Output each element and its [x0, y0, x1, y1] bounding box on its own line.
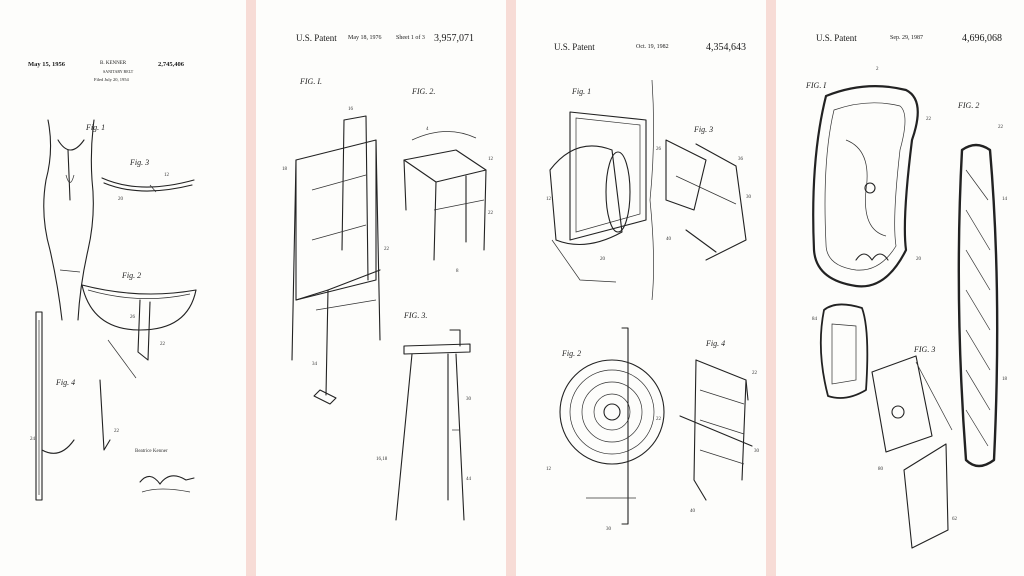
- patent-date: May 15, 1956: [28, 61, 66, 68]
- figure-label: FIG. 3: [913, 345, 935, 354]
- svg-text:26: 26: [656, 147, 662, 152]
- svg-text:18: 18: [1002, 377, 1008, 382]
- svg-text:30: 30: [466, 397, 472, 402]
- pedestal-drawing: 16,18 30 44: [376, 329, 472, 521]
- patent-sheet-sanitary-belt: May 15, 1956 B. KENNER 2,745,406 SANITAR…: [0, 0, 246, 576]
- svg-text:36: 36: [738, 157, 744, 162]
- figure-label: FIG. I: [805, 81, 826, 90]
- patent-number: 2,745,406: [158, 61, 184, 68]
- svg-text:22: 22: [384, 247, 390, 252]
- figure-label: Fig. 3: [129, 158, 149, 167]
- figure-label: FIG. 2.: [411, 87, 435, 96]
- cushion-section-drawing: 22 14 18: [957, 125, 1008, 468]
- patent-header: U.S. Patent: [296, 33, 337, 43]
- belt-strip-drawing: 20 12: [101, 173, 195, 202]
- figure-label: Fig. 4: [705, 339, 725, 348]
- sheet-count: Sheet 1 of 3: [396, 35, 425, 41]
- svg-text:22: 22: [656, 417, 662, 422]
- svg-text:20: 20: [118, 197, 124, 202]
- inventor-name: B. KENNER: [100, 61, 127, 66]
- roll-holder-drawings: Fig. 1 Fig. 3 Fig. 2 Fig. 4 12 26 20: [546, 79, 760, 532]
- inventor-signature: [139, 475, 195, 493]
- svg-text:20: 20: [916, 257, 922, 262]
- svg-text:12: 12: [546, 197, 552, 202]
- signature-caption: Beatrice Kenner: [135, 449, 168, 454]
- belt-loop-drawing: 26 22: [81, 284, 197, 379]
- bracket-drawing: 36 30 40: [665, 139, 752, 261]
- svg-text:16,18: 16,18: [376, 457, 388, 462]
- exploded-parts-drawing: 84 80 62: [812, 303, 958, 549]
- body-outline-drawing: [43, 119, 95, 321]
- figure-label: Fig. 4: [55, 378, 75, 387]
- svg-text:40: 40: [690, 509, 696, 514]
- stand-drawings: FIG. I. FIG. 2. FIG. 3. 16 18 22 34: [282, 77, 494, 521]
- svg-text:4: 4: [426, 127, 429, 132]
- invention-title: SANITARY BELT: [103, 69, 134, 74]
- svg-text:2: 2: [876, 67, 879, 72]
- patent-header: U.S. Patent: [816, 33, 857, 43]
- cushion-top-view-drawing: 2 22 20: [812, 67, 932, 288]
- svg-text:84: 84: [812, 317, 818, 322]
- svg-text:22: 22: [926, 117, 932, 122]
- svg-text:22: 22: [160, 342, 166, 347]
- svg-text:18: 18: [282, 167, 288, 172]
- svg-text:44: 44: [466, 477, 472, 482]
- figure-label: FIG. 3.: [403, 311, 427, 320]
- roll-circle-drawing: 12 22 30: [546, 327, 665, 532]
- svg-text:22: 22: [752, 371, 758, 376]
- svg-text:12: 12: [164, 173, 170, 178]
- figure-label: Fig. 1: [85, 123, 105, 132]
- patent-date: Oct. 19, 1982: [636, 44, 669, 50]
- figure-label: Fig. 3: [693, 125, 713, 134]
- strap-drawing: 24 22: [30, 311, 120, 501]
- patent-number: 4,696,068: [962, 33, 1002, 44]
- patent-number: 4,354,643: [706, 42, 746, 53]
- svg-text:34: 34: [312, 362, 318, 367]
- figure-label: Fig. 1: [571, 87, 591, 96]
- svg-text:80: 80: [878, 467, 884, 472]
- svg-text:62: 62: [952, 517, 958, 522]
- small-stool-drawing: 4 12 22 8: [403, 127, 494, 274]
- svg-text:16: 16: [348, 107, 354, 112]
- rack-drawing: 22 30 40: [679, 359, 760, 514]
- svg-text:22: 22: [488, 211, 494, 216]
- svg-text:24: 24: [30, 437, 36, 442]
- svg-text:30: 30: [746, 195, 752, 200]
- sanitary-belt-drawings: Fig. 1 Fig. 3 Fig. 2 Fig. 4 20 12: [30, 119, 197, 501]
- figure-label: FIG. 2: [957, 101, 979, 110]
- svg-text:8: 8: [456, 269, 459, 274]
- svg-text:22: 22: [114, 429, 120, 434]
- patent-sheet-stand: U.S. Patent May 18, 1976 Sheet 1 of 3 3,…: [256, 0, 506, 576]
- svg-text:30: 30: [754, 449, 760, 454]
- patent-date: May 18, 1976: [348, 35, 382, 41]
- figure-label: Fig. 2: [561, 349, 581, 358]
- patent-sheet-cushion: U.S. Patent Sep. 29, 1987 4,696,068 FIG.…: [776, 0, 1024, 576]
- figure-label: Fig. 2: [121, 271, 141, 280]
- cushion-drawings: FIG. I FIG. 2 FIG. 3 2 22 20: [805, 67, 1008, 549]
- figure-label: FIG. I.: [299, 77, 322, 86]
- svg-text:12: 12: [488, 157, 494, 162]
- patent-sheet-roll-holder: U.S. Patent Oct. 19, 1982 4,354,643 Fig.…: [516, 0, 766, 576]
- tall-stand-drawing: 16 18 22 34: [282, 107, 390, 405]
- svg-text:30: 30: [606, 527, 612, 532]
- patent-number: 3,957,071: [434, 33, 474, 44]
- svg-text:20: 20: [600, 257, 606, 262]
- svg-text:22: 22: [998, 125, 1004, 130]
- recessed-roll-drawing: 12 26 20: [546, 79, 662, 301]
- patent-date: Sep. 29, 1987: [890, 35, 923, 41]
- patent-header: U.S. Patent: [554, 42, 595, 52]
- svg-text:40: 40: [666, 237, 672, 242]
- svg-text:12: 12: [546, 467, 552, 472]
- svg-text:14: 14: [1002, 197, 1008, 202]
- filing-date: Filed July 20, 1954: [94, 77, 129, 82]
- svg-text:26: 26: [130, 315, 136, 320]
